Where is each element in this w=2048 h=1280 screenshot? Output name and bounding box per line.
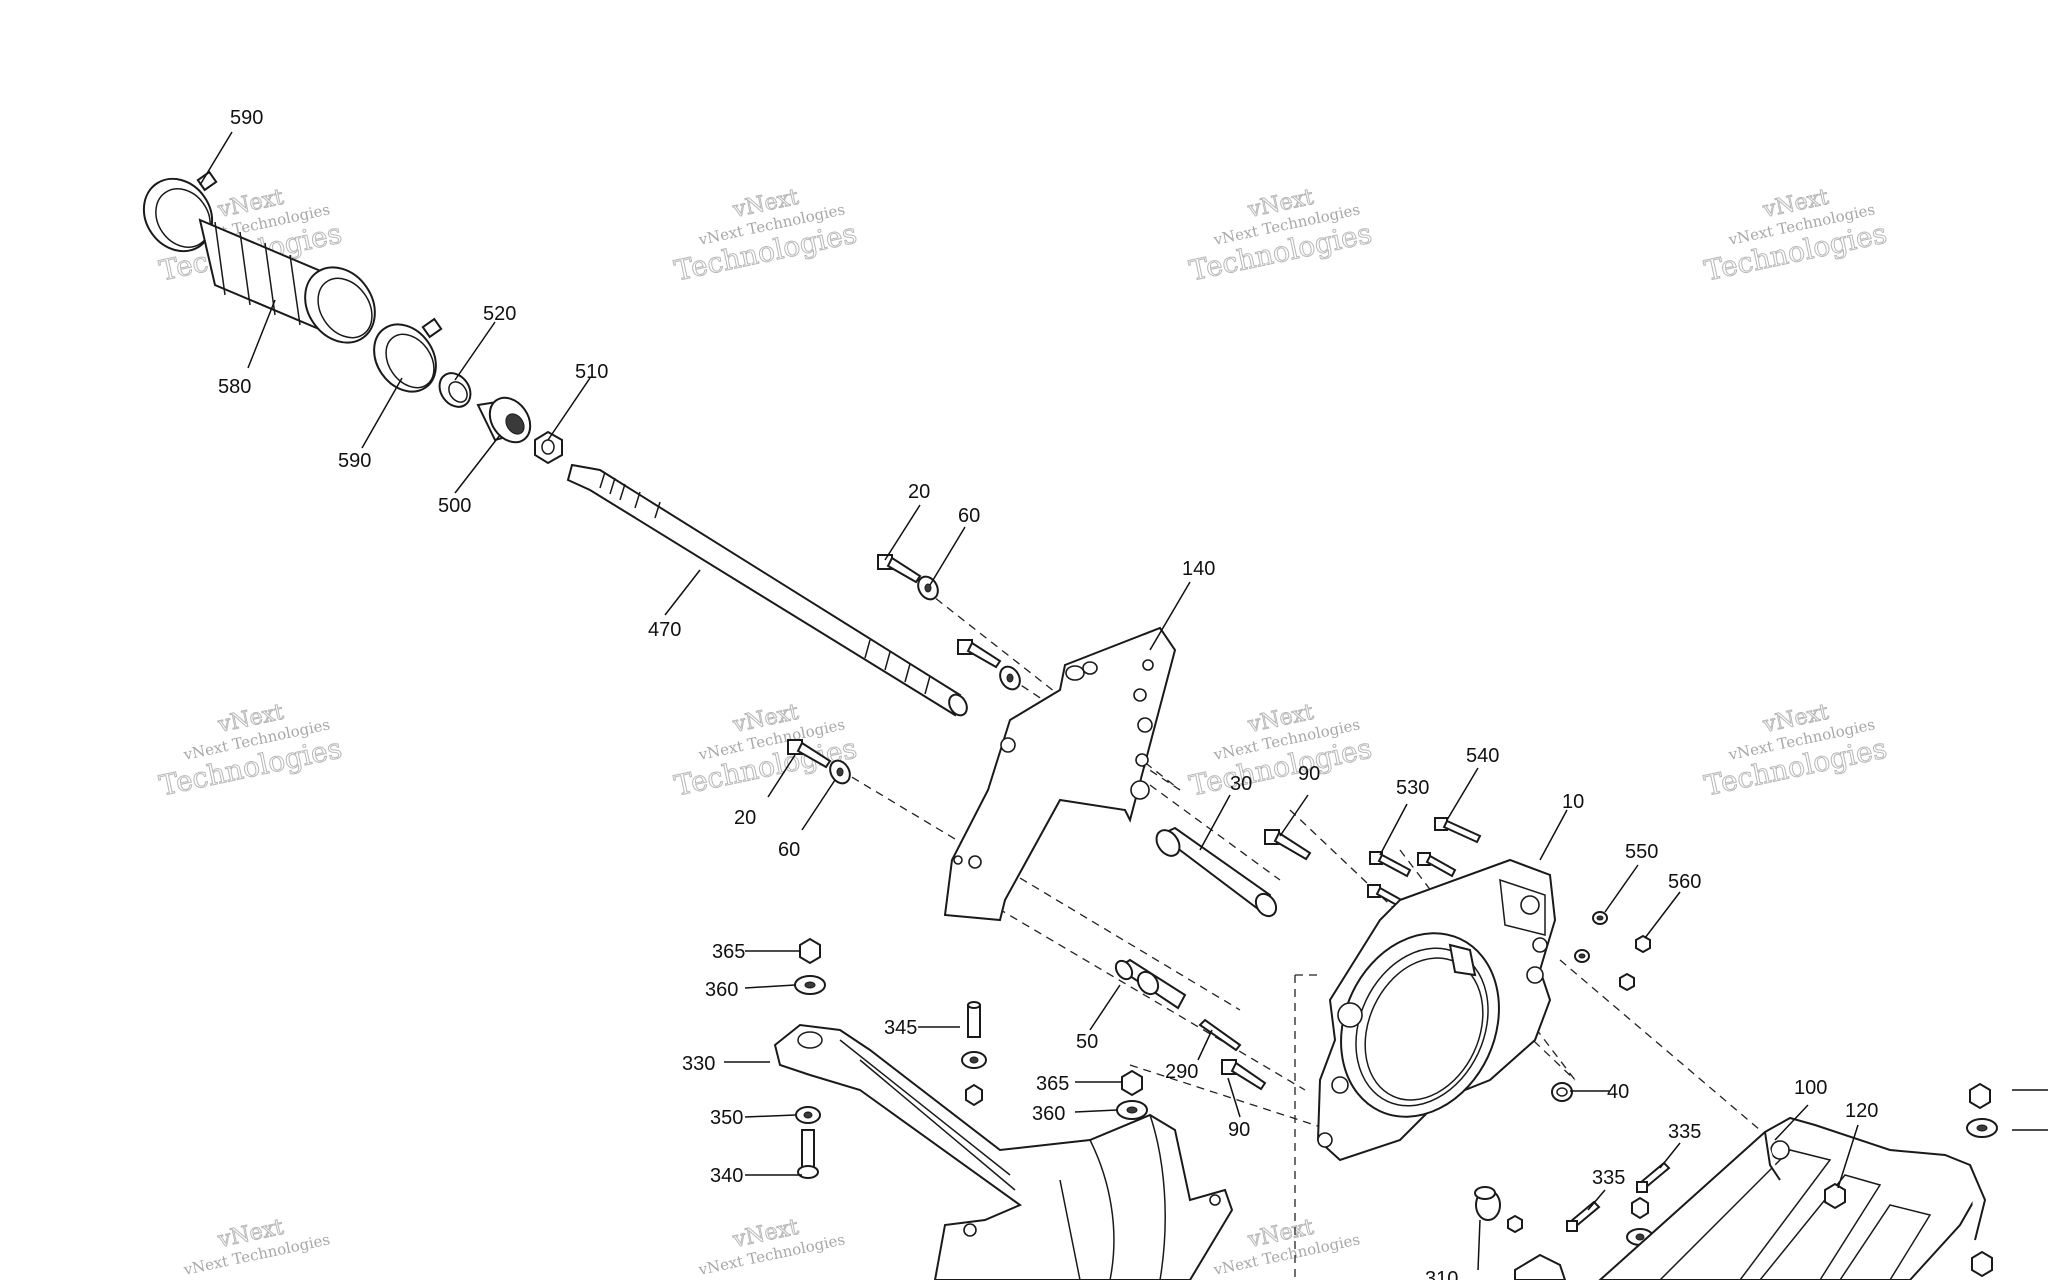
callout-100: 100 bbox=[1794, 1077, 1827, 1099]
callout-550: 550 bbox=[1625, 841, 1658, 863]
watermark: vNext Technologies vNext bbox=[1211, 1214, 1361, 1279]
callout-140: 140 bbox=[1182, 558, 1215, 580]
nut-120 bbox=[1824, 1182, 1846, 1210]
nut-560-b bbox=[1619, 972, 1635, 992]
nut-365-mid bbox=[1121, 1069, 1143, 1097]
nut-right-edge-lower bbox=[1971, 1250, 1993, 1278]
callout-365: 365 bbox=[712, 941, 745, 963]
part-310-lower bbox=[1514, 1253, 1567, 1280]
callout-520: 520 bbox=[483, 303, 516, 325]
callout-530: 530 bbox=[1396, 777, 1429, 799]
callout-40: 40 bbox=[1607, 1081, 1629, 1103]
callout-365: 365 bbox=[1036, 1073, 1069, 1095]
callout-labels: 590 580 520 590 510 500 20 60 470 140 20… bbox=[218, 107, 1878, 1280]
frame-arm-330 bbox=[773, 1023, 1234, 1280]
bolt-20-upper bbox=[877, 554, 922, 584]
nut-510 bbox=[534, 430, 563, 465]
watermark: vNext vNext Technologies Technologies bbox=[671, 184, 860, 288]
callout-60: 60 bbox=[778, 839, 800, 861]
callout-330: 330 bbox=[682, 1053, 715, 1075]
bolt-90-lower bbox=[1221, 1059, 1267, 1091]
bushing-310 bbox=[1474, 1186, 1501, 1221]
callout-50: 50 bbox=[1076, 1031, 1098, 1053]
callout-90: 90 bbox=[1298, 763, 1320, 785]
callout-10: 10 bbox=[1562, 791, 1584, 813]
callout-60: 60 bbox=[958, 505, 980, 527]
nut-365-left bbox=[799, 937, 821, 965]
drive-shaft-470 bbox=[566, 463, 968, 717]
bolt-20-mid bbox=[957, 639, 1002, 669]
callout-20: 20 bbox=[734, 807, 756, 829]
leader-lines bbox=[199, 131, 2048, 1271]
watermark: vNext vNext Technologies Technologies bbox=[671, 699, 860, 803]
seal-500 bbox=[476, 396, 532, 444]
watermark: vNext vNext Technologies Technologies bbox=[1701, 699, 1890, 803]
bolt-530-a bbox=[1369, 851, 1412, 878]
bolt-335-a bbox=[1636, 1161, 1671, 1193]
callout-90: 90 bbox=[1228, 1119, 1250, 1141]
clamp-590-lower bbox=[373, 317, 443, 393]
bushing-30 bbox=[1155, 826, 1278, 918]
bolt-20-lower bbox=[787, 739, 832, 769]
clamp-590-top bbox=[142, 170, 218, 253]
watermark: vNext vNext Technologies Technologies bbox=[1186, 184, 1375, 288]
callout-470: 470 bbox=[648, 619, 681, 641]
bolt-540 bbox=[1434, 817, 1482, 844]
watermark: vNext Technologies vNext bbox=[696, 1214, 846, 1279]
bolt-530-b bbox=[1417, 852, 1457, 878]
washer-550-a bbox=[1592, 911, 1608, 925]
nut-345 bbox=[965, 1083, 983, 1107]
frame-100 bbox=[1598, 1116, 1987, 1280]
bolt-90-upper bbox=[1264, 829, 1312, 861]
washer-60-mid bbox=[999, 665, 1021, 691]
bolt-340 bbox=[797, 1129, 819, 1179]
callout-590: 590 bbox=[230, 107, 263, 129]
callout-345: 345 bbox=[884, 1017, 917, 1039]
callout-340: 340 bbox=[710, 1165, 743, 1187]
washer-60-upper bbox=[917, 575, 939, 601]
housing-10 bbox=[1316, 858, 1557, 1162]
bolt-335-b bbox=[1566, 1200, 1601, 1232]
callout-540: 540 bbox=[1466, 745, 1499, 767]
pin-290 bbox=[1198, 1018, 1242, 1052]
watermark: vNext vNext Technologies Technologies bbox=[1186, 699, 1375, 803]
ring-520 bbox=[438, 372, 472, 408]
callout-560: 560 bbox=[1668, 871, 1701, 893]
o-ring-40 bbox=[1551, 1082, 1573, 1102]
callout-580: 580 bbox=[218, 376, 251, 398]
watermark: vNext vNext Technologies Technologies bbox=[1701, 184, 1890, 288]
callout-30: 30 bbox=[1230, 773, 1252, 795]
callout-335: 335 bbox=[1668, 1121, 1701, 1143]
callout-500: 500 bbox=[438, 495, 471, 517]
callout-590: 590 bbox=[338, 450, 371, 472]
washer-350 bbox=[795, 1106, 821, 1124]
washer-550-b bbox=[1574, 949, 1590, 963]
callout-360: 360 bbox=[705, 979, 738, 1001]
callout-350: 350 bbox=[710, 1107, 743, 1129]
callout-310: 310 bbox=[1425, 1268, 1458, 1280]
nut-560-a bbox=[1635, 934, 1651, 954]
callout-20: 20 bbox=[908, 481, 930, 503]
callout-290: 290 bbox=[1165, 1061, 1198, 1083]
stud-50 bbox=[1114, 958, 1187, 1010]
washer-345 bbox=[961, 1051, 987, 1069]
callout-120: 120 bbox=[1845, 1100, 1878, 1122]
watermark: vNext vNext Technologies Technologies bbox=[156, 699, 345, 803]
washer-360-mid bbox=[1116, 1100, 1148, 1120]
callout-335: 335 bbox=[1592, 1167, 1625, 1189]
washer-right-edge bbox=[1966, 1118, 1998, 1138]
washer-360-left bbox=[794, 975, 826, 995]
washer-60-lower bbox=[829, 759, 851, 785]
callout-510: 510 bbox=[575, 361, 608, 383]
boot-580 bbox=[198, 218, 376, 344]
watermark: vNext Technologies vNext bbox=[181, 1214, 331, 1279]
nut-right-edge bbox=[1969, 1082, 1991, 1110]
nut-310 bbox=[1507, 1214, 1523, 1234]
stud-345 bbox=[967, 1001, 981, 1038]
plate-140 bbox=[943, 626, 1177, 922]
callout-360: 360 bbox=[1032, 1103, 1065, 1125]
